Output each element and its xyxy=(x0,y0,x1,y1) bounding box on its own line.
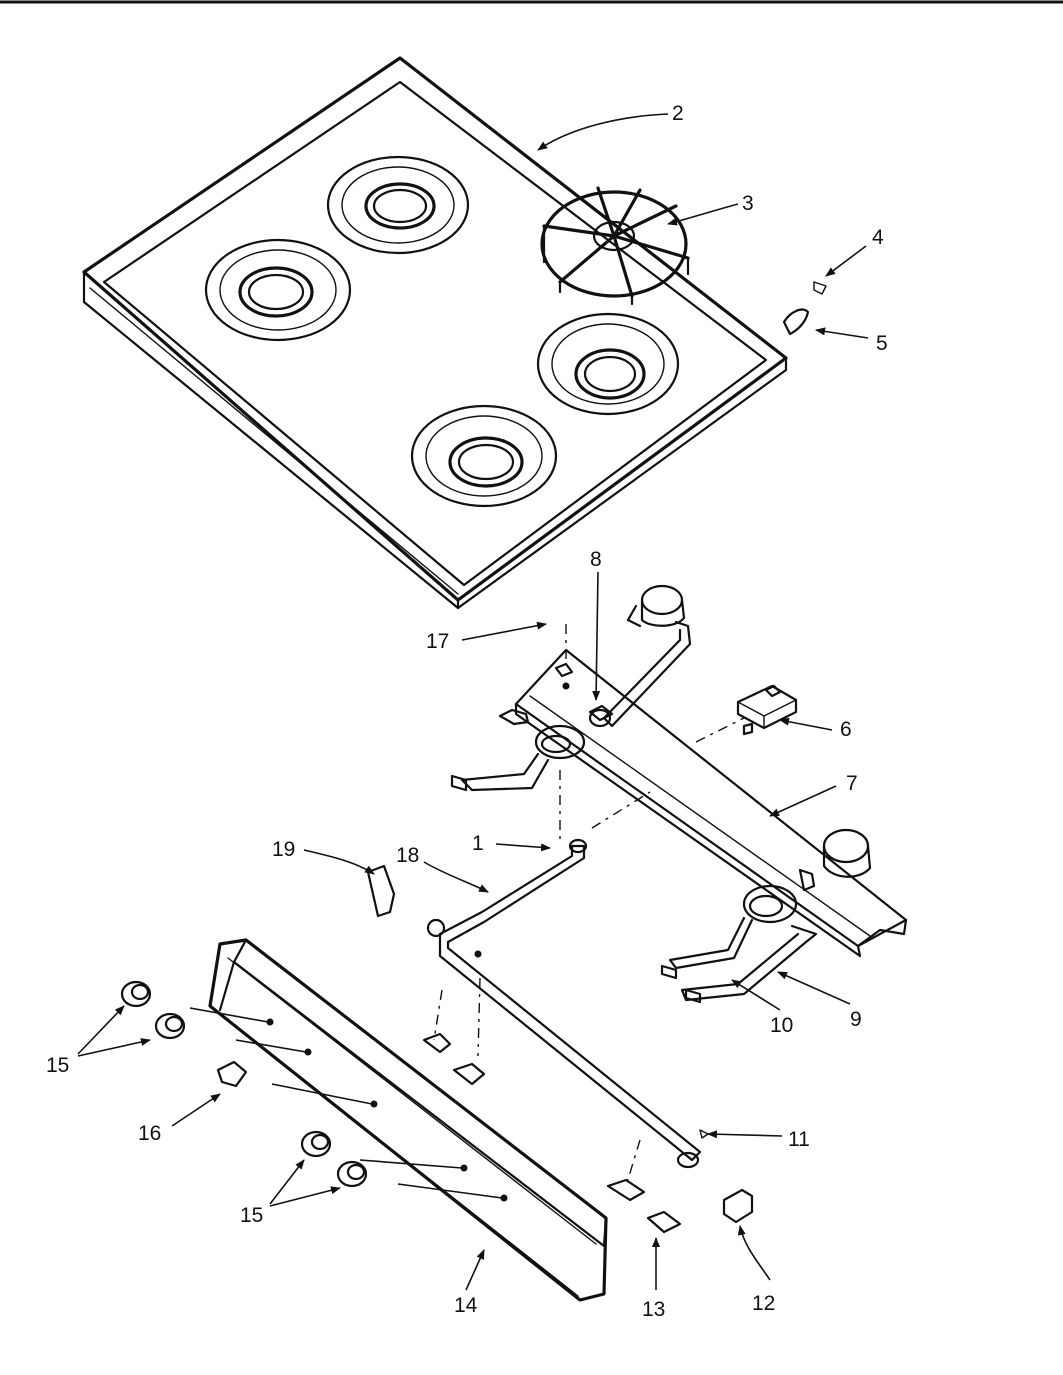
valve-assembly xyxy=(736,684,798,736)
burner-grate xyxy=(540,186,690,306)
knob-part-15-a xyxy=(120,980,152,1008)
clip-part-5 xyxy=(782,308,810,336)
burner-mounting-rail xyxy=(514,648,908,958)
burner-head-rear-left xyxy=(588,584,692,728)
callout-6: 6 xyxy=(840,718,852,741)
screw-part-4 xyxy=(813,281,827,295)
callout-1: 1 xyxy=(472,832,484,855)
knob-part-15-b xyxy=(154,1012,186,1040)
callout-2: 2 xyxy=(672,102,684,125)
screw-part-17 xyxy=(554,662,574,690)
callout-arrows xyxy=(77,113,869,1291)
callout-16: 16 xyxy=(138,1122,161,1145)
knob-part-15-c xyxy=(300,1130,332,1158)
callout-10: 10 xyxy=(770,1014,793,1037)
panel-fasteners xyxy=(189,1007,508,1202)
burner-ring-front-left xyxy=(204,238,352,342)
control-panel xyxy=(208,938,608,1302)
manifold-fitting-part-8 xyxy=(588,704,614,722)
callout-17: 17 xyxy=(426,630,449,653)
cooktop-panel xyxy=(82,56,788,610)
callout-4: 4 xyxy=(872,226,884,249)
callout-11: 11 xyxy=(788,1128,810,1151)
bracket-part-19 xyxy=(366,864,396,918)
callout-5: 5 xyxy=(876,332,888,355)
callout-3: 3 xyxy=(742,192,754,215)
callout-8: 8 xyxy=(590,548,602,571)
callout-13: 13 xyxy=(642,1298,665,1321)
callout-15-lower: 15 xyxy=(240,1204,263,1227)
gas-manifold-pipe xyxy=(426,838,702,1169)
callout-labels: 1 2 3 4 5 6 7 8 9 10 11 12 13 14 15 15 1… xyxy=(46,102,888,1321)
callout-7: 7 xyxy=(846,772,858,795)
callout-12: 12 xyxy=(752,1292,775,1315)
burner-head-rear-right xyxy=(798,828,872,892)
orifice-part-11 xyxy=(699,1129,709,1139)
alignment-lines xyxy=(433,624,745,1187)
burner-ring-back-right xyxy=(536,312,680,416)
burner-head-front-right xyxy=(660,884,818,1004)
callout-9: 9 xyxy=(850,1008,862,1031)
burner-valves xyxy=(422,1032,682,1234)
callout-14: 14 xyxy=(454,1294,478,1317)
burner-ring-back-left xyxy=(326,155,470,255)
callout-19: 19 xyxy=(272,838,295,861)
burner-head-front-left xyxy=(450,708,586,792)
knob-part-15-d xyxy=(336,1160,368,1188)
callout-15-upper: 15 xyxy=(46,1054,69,1077)
switch-part-12 xyxy=(722,1188,754,1224)
burner-ring-front-right xyxy=(410,404,558,508)
knob-part-16 xyxy=(216,1060,248,1088)
callout-18: 18 xyxy=(396,844,419,867)
